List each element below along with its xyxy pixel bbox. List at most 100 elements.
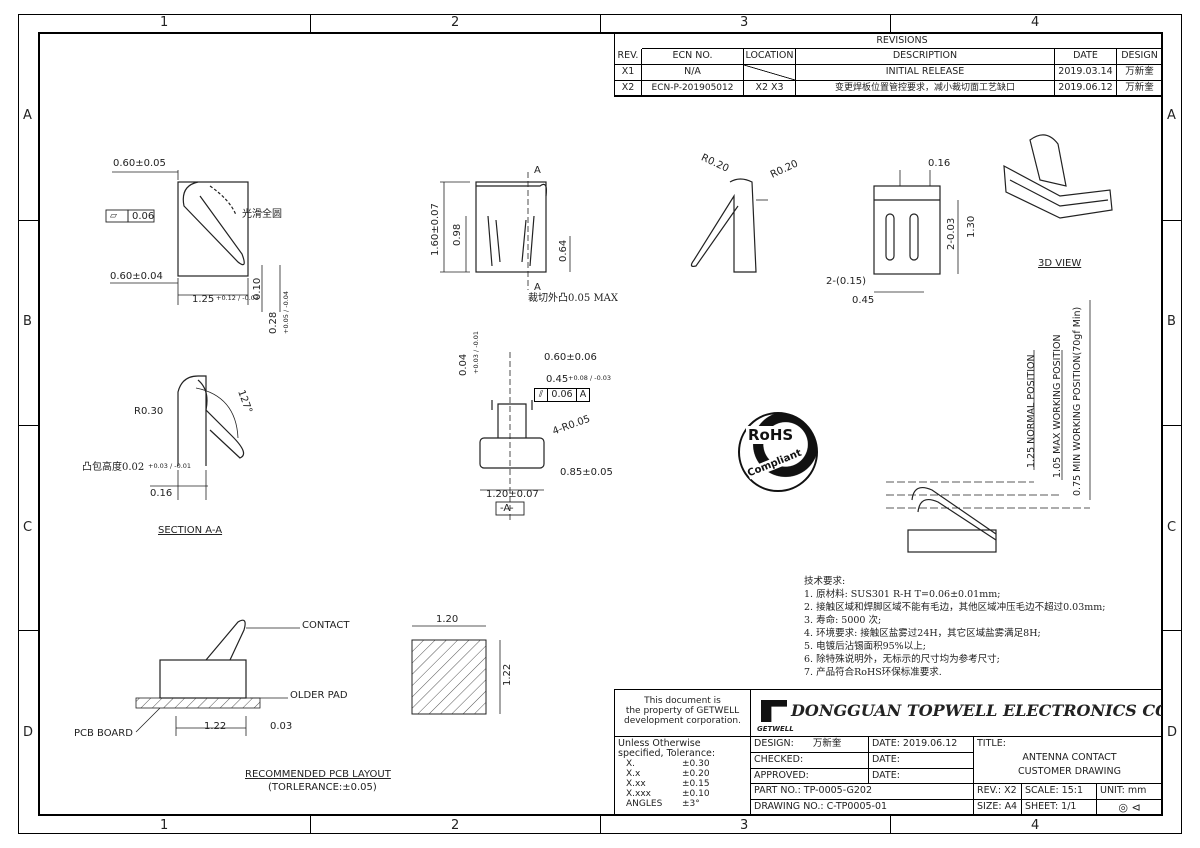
notes-item: 2. 接触区域和焊脚区域不能有毛边，其他区域冲压毛边不超过0.03mm; — [804, 602, 1106, 613]
dim-pad-width: 1.20 — [436, 614, 459, 625]
property-cell: This document is the property of GETWELL… — [615, 690, 751, 737]
grid-col-label: 3 — [740, 818, 749, 833]
dim-top-004-tol: +0.03 / -0.01 — [472, 330, 480, 374]
rohs-text: RoHS — [746, 426, 796, 444]
rev-cell: 万新奎 — [1117, 65, 1163, 81]
notes-item: 1. 原材料: SUS301 R-H T=0.06±0.01mm; — [804, 589, 1001, 600]
grid-tick — [600, 14, 601, 32]
grid-tick — [310, 816, 311, 834]
tolerance-row: X.xxx±0.10 — [626, 789, 710, 799]
rohs-logo: RoHS Compliant — [738, 412, 818, 492]
dim-pad-height: 1.22 — [502, 663, 513, 686]
grid-col-label: 1 — [160, 818, 169, 833]
property-line: the property of GETWELL — [625, 706, 740, 716]
grid-tick — [890, 14, 891, 32]
radius-r030: R0.30 — [134, 406, 164, 417]
grid-tick — [18, 220, 38, 221]
grid-row-label: B — [23, 314, 32, 329]
getwell-logo-icon — [761, 700, 787, 722]
dim-top-045: 0.45 — [546, 374, 569, 385]
grid-row-label: A — [23, 108, 32, 123]
notes-item: 5. 电镀后沾锡面积95%以上; — [804, 641, 926, 652]
scale-cell: SCALE: 15:1 — [1022, 784, 1097, 800]
date-cell: DATE: — [869, 769, 974, 784]
grid-row-label: C — [1167, 520, 1177, 535]
rev-cell: REV.: X2 — [974, 784, 1022, 800]
position-normal: 1.25 NORMAL POSITION — [1026, 354, 1037, 468]
notes-heading: 技术要求: — [804, 576, 846, 587]
title-block: This document is the property of GETWELL… — [614, 689, 1163, 816]
rev-cell-location — [744, 65, 796, 81]
grid-col-label: 4 — [1031, 818, 1040, 833]
title-line: ANTENNA CONTACT — [1022, 752, 1117, 763]
inner-frame — [38, 32, 1163, 816]
tolerance-row: X.±0.30 — [626, 759, 710, 769]
grid-row-label: D — [23, 725, 34, 740]
dim-right-015: 2-(0.15) — [826, 276, 867, 287]
bump-height: 凸包高度0.02 — [82, 462, 145, 473]
rev-cell: 变更焊板位置管控要求，减小裁切面工艺缺口 — [796, 81, 1055, 96]
label-section-a-a: SECTION A-A — [158, 525, 223, 536]
grid-col-label: 2 — [451, 818, 460, 833]
dim-side-064: 0.64 — [558, 239, 569, 262]
property-line: development corporation. — [624, 716, 741, 726]
title-line: CUSTOMER DRAWING — [1018, 766, 1121, 777]
title-cell: TITLE: ANTENNA CONTACT CUSTOMER DRAWING — [974, 737, 1163, 784]
label-pcb-board: PCB BOARD — [74, 728, 133, 739]
label-pcb-layout: RECOMMENDED PCB LAYOUT — [245, 769, 391, 780]
dim-front-028: 0.28 — [268, 311, 279, 334]
revisions-table: REVISIONS REV. ECN NO. LOCATION DESCRIPT… — [614, 34, 1163, 97]
date-cell: DATE: 2019.06.12 — [869, 737, 974, 753]
grid-tick — [890, 816, 891, 834]
grid-tick — [18, 425, 38, 426]
tolerance-cell: Unless Otherwise specified, Tolerance: X… — [615, 737, 751, 816]
tolerance-row: X.x±0.20 — [626, 769, 710, 779]
sheet-cell: SHEET: 1/1 — [1022, 800, 1097, 816]
grid-col-label: 1 — [160, 15, 169, 30]
grid-tick — [1163, 220, 1182, 221]
tolerance-row: X.xx±0.15 — [626, 779, 710, 789]
dim-top-120: 1.20±0.07 — [486, 489, 539, 500]
dim-top-085: 0.85±0.05 — [560, 467, 613, 478]
company-name: DONGGUAN TOPWELL ELECTRONICS CO.,LTD. — [791, 701, 1162, 720]
grid-tick — [18, 630, 38, 631]
flatness-value: 0.06 — [132, 211, 155, 222]
rev-cell: N/A — [642, 65, 744, 81]
grid-row-label: B — [1167, 314, 1176, 329]
rev-header: REV. — [615, 49, 642, 65]
checked-cell: CHECKED: — [751, 753, 869, 769]
drawing-no-cell: DRAWING NO.: C-TP0005-01 — [751, 800, 974, 816]
dim-top-045-tol: +0.08 / -0.03 — [568, 374, 612, 382]
dim-front-width: 1.25 — [192, 294, 215, 305]
design-cell: DESIGN: 万新奎 — [751, 737, 869, 753]
date-cell: DATE: — [869, 753, 974, 769]
datum-a-box: -A- — [500, 503, 514, 514]
section-mark-bottom: A — [534, 282, 541, 293]
projection-icon: ◎ ⊲ — [1097, 800, 1163, 816]
dim-front-top: 0.60±0.05 — [113, 158, 166, 169]
note-cut-protrusion: 裁切外凸0.05 MAX — [528, 293, 619, 304]
notes-item: 6. 除特殊说明外，无标示的尺寸均为参考尺寸; — [804, 654, 1000, 665]
rev-cell: INITIAL RELEASE — [796, 65, 1055, 81]
grid-tick — [600, 816, 601, 834]
dim-front-010: 0.10 — [252, 277, 263, 300]
position-max: 1.05 MAX WORKING POSITION — [1052, 334, 1063, 478]
rohs-compliant-text: Compliant — [746, 447, 804, 480]
dim-top-004: 0.04 — [458, 353, 469, 376]
rev-header: DATE — [1055, 49, 1117, 65]
dim-right-130: 1.30 — [966, 215, 977, 238]
rev-cell: X2 X3 — [744, 81, 796, 96]
grid-row-label: A — [1167, 108, 1176, 123]
parallel-symbol: ⫽ — [535, 389, 548, 401]
revisions-title: REVISIONS — [642, 34, 1163, 49]
unit-cell: UNIT: mm — [1097, 784, 1163, 800]
section-mark-top: A — [534, 165, 541, 176]
size-cell: SIZE: A4 — [974, 800, 1022, 816]
grid-tick — [1163, 425, 1182, 426]
dim-right-045: 0.45 — [852, 295, 875, 306]
dim-right-slot: 2-0.03 — [946, 217, 957, 250]
grid-col-label: 2 — [451, 15, 460, 30]
title-label: TITLE: — [977, 738, 1006, 749]
grid-col-label: 3 — [740, 15, 749, 30]
dim-front-width-tol: +0.12 / -0.03 — [216, 294, 260, 302]
